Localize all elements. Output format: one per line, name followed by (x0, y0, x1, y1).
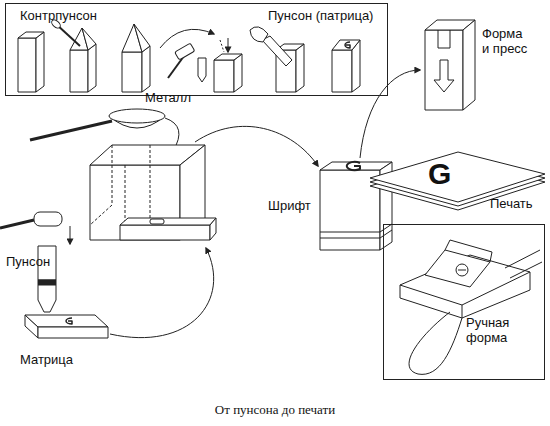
counterpunch-bar (18, 32, 44, 38)
counterpunch-bar (36, 32, 44, 92)
punch-finished (332, 50, 352, 92)
printing-press (463, 20, 475, 110)
matrix (25, 315, 108, 327)
printing-press (425, 20, 475, 110)
type-mould (210, 218, 216, 240)
hand-mould (425, 250, 490, 287)
printed-letter: G (428, 158, 468, 190)
counterpunch-pyramid (142, 46, 150, 92)
type-mould (150, 145, 151, 218)
panel-heading: Пунсон (патрица) (268, 8, 388, 23)
matrix (66, 318, 72, 324)
printing-press (434, 60, 454, 92)
paper-stack (370, 152, 545, 202)
hand-mould (409, 312, 462, 374)
part-label: Форма и пресс (482, 26, 532, 56)
counterpunch-bar (18, 32, 44, 92)
matrix (38, 327, 108, 338)
printing-press (438, 30, 450, 48)
frame-panel: Ручная форма (383, 224, 545, 380)
part-label: Шрифт (268, 198, 318, 213)
counterpunch-pyramid (134, 24, 150, 52)
part-label: Пунсон (6, 254, 66, 269)
counterpunch-engraving (82, 28, 96, 50)
punch-filing (250, 27, 304, 92)
punch (38, 285, 56, 312)
ladle (30, 121, 112, 140)
hand-mould (445, 240, 492, 262)
counterpunch-engraving (50, 18, 96, 92)
counterpunch-striking (228, 38, 229, 52)
counterpunch-striking (214, 54, 242, 60)
type-sort (320, 70, 420, 250)
type-sort (360, 70, 420, 158)
counterpunch-engraving (70, 50, 88, 92)
type-sort (320, 224, 392, 238)
punch-finished (345, 42, 350, 48)
matrix (25, 248, 214, 338)
hammer (0, 212, 70, 244)
flow-arrow (195, 126, 318, 166)
printing-press (425, 30, 463, 110)
counterpunch-striking (214, 60, 234, 92)
counterpunch-striking (175, 43, 195, 60)
art-shape (0, 18, 545, 374)
hand-mould (400, 255, 530, 318)
type-mould (120, 218, 216, 225)
punch-finished (332, 40, 360, 50)
frame-panel: Контрпунсон Пунсон (патрица) (5, 3, 388, 96)
type-mould (125, 165, 126, 225)
type-sort (347, 162, 360, 170)
ladle (109, 109, 165, 123)
type-mould (150, 219, 164, 224)
type-mould (90, 145, 216, 240)
counterpunch-striking (160, 29, 242, 92)
part-label: Металл (145, 90, 205, 105)
hammer (70, 226, 71, 244)
matrix (110, 248, 214, 338)
hammer (34, 212, 62, 226)
punch (38, 280, 56, 285)
type-mould (90, 145, 112, 225)
counterpunch-striking (168, 56, 184, 78)
hand-mould (505, 250, 542, 278)
hand-mould (456, 264, 468, 276)
panel-heading: Ручная форма (466, 315, 528, 345)
part-label: Матрица (20, 352, 90, 367)
part-label: Печать (490, 196, 548, 211)
counterpunch-striking (220, 40, 224, 52)
punch-filing (296, 44, 304, 92)
counterpunch-bar (18, 38, 36, 92)
counterpunch-pyramid (122, 24, 150, 92)
flow-arrow (195, 126, 318, 166)
punch-filing (250, 27, 268, 42)
counterpunch-pyramid (122, 52, 142, 92)
type-mould (120, 225, 210, 240)
figure-caption: От пунсона до печати (0, 402, 550, 418)
punch-filing (262, 36, 292, 66)
punch-finished (332, 40, 360, 92)
hand-mould (400, 240, 542, 374)
hammer (0, 220, 34, 228)
panel-heading: Контрпунсон (20, 8, 140, 23)
hand-mould (458, 270, 466, 271)
counterpunch-striking (198, 58, 206, 82)
counterpunch-engraving (88, 44, 96, 92)
